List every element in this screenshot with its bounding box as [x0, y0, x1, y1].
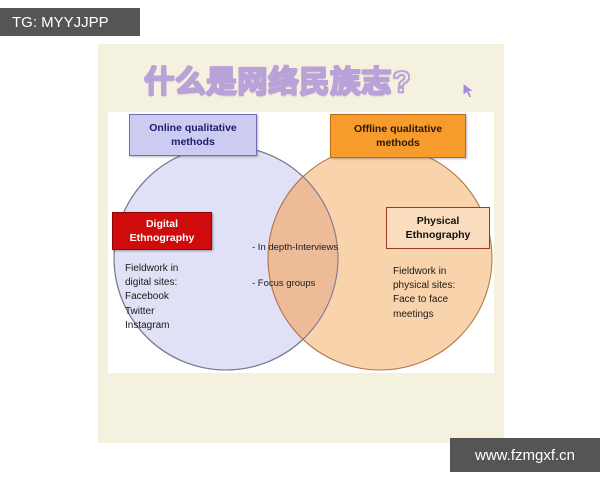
- label-physical-ethnography[interactable]: Physical Ethnography: [386, 207, 490, 249]
- text-left-circle-body: Fieldwork in digital sites: Facebook Twi…: [125, 263, 179, 331]
- slide-panel-top: [98, 44, 504, 112]
- watermark-top-left: TG: MYYJJPP: [0, 8, 140, 36]
- label-online-qualitative-methods[interactable]: Online qualitative methods: [129, 114, 257, 156]
- text-right-circle-body: Fieldwork in physical sites: Face to fac…: [393, 266, 456, 320]
- slide-panel-bottom: [98, 373, 504, 443]
- watermark-bottom-right: www.fzmgxf.cn: [450, 438, 600, 472]
- arrow-pointer-icon: [462, 81, 478, 100]
- slide-panel-right-strip: [494, 112, 504, 373]
- page-title: 什么是网络民族志?: [144, 65, 412, 100]
- label-offline-qualitative-methods[interactable]: Offline qualitative methods: [330, 114, 466, 158]
- text-overlap-body: - In depth-Interviews - Focus groups: [252, 242, 339, 290]
- label-digital-ethnography[interactable]: Digital Ethnography: [112, 212, 212, 250]
- slide-panel-left-strip: [98, 112, 108, 373]
